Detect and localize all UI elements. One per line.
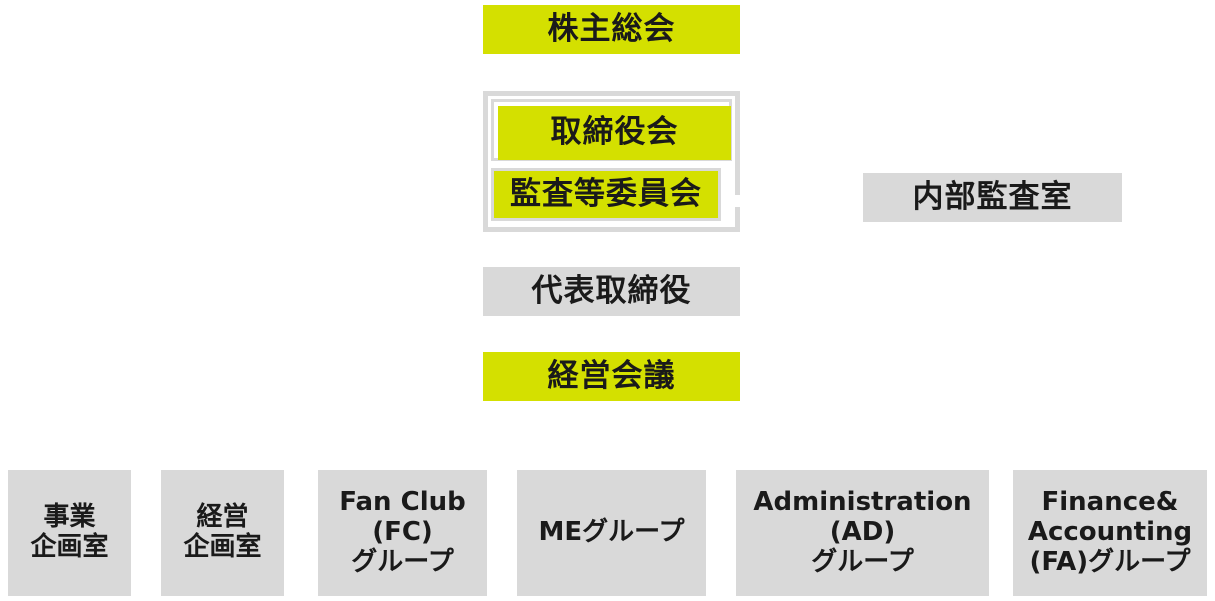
- audit-committee-box: 監査等委員会: [491, 168, 721, 221]
- dept-fan-club-group: Fan Club (FC) グループ: [318, 470, 487, 596]
- dept-business-planning: 事業 企画室: [8, 470, 131, 596]
- audit-connector: [728, 195, 742, 207]
- dept-management-planning: 経営 企画室: [161, 470, 284, 596]
- board-of-directors-box: 取締役会: [498, 106, 731, 160]
- dept-me-group: MEグループ: [517, 470, 706, 596]
- board-outline: 取締役会: [491, 99, 732, 161]
- shareholders-meeting-box: 株主総会: [483, 5, 740, 54]
- representative-director-box: 代表取締役: [483, 267, 740, 316]
- board-group-frame: 取締役会 監査等委員会: [483, 91, 740, 232]
- management-meeting-box: 経営会議: [483, 352, 740, 401]
- dept-administration-group: Administration (AD) グループ: [736, 470, 989, 596]
- internal-audit-box: 内部監査室: [863, 173, 1122, 222]
- dept-finance-accounting-group: Finance& Accounting (FA)グループ: [1013, 470, 1207, 596]
